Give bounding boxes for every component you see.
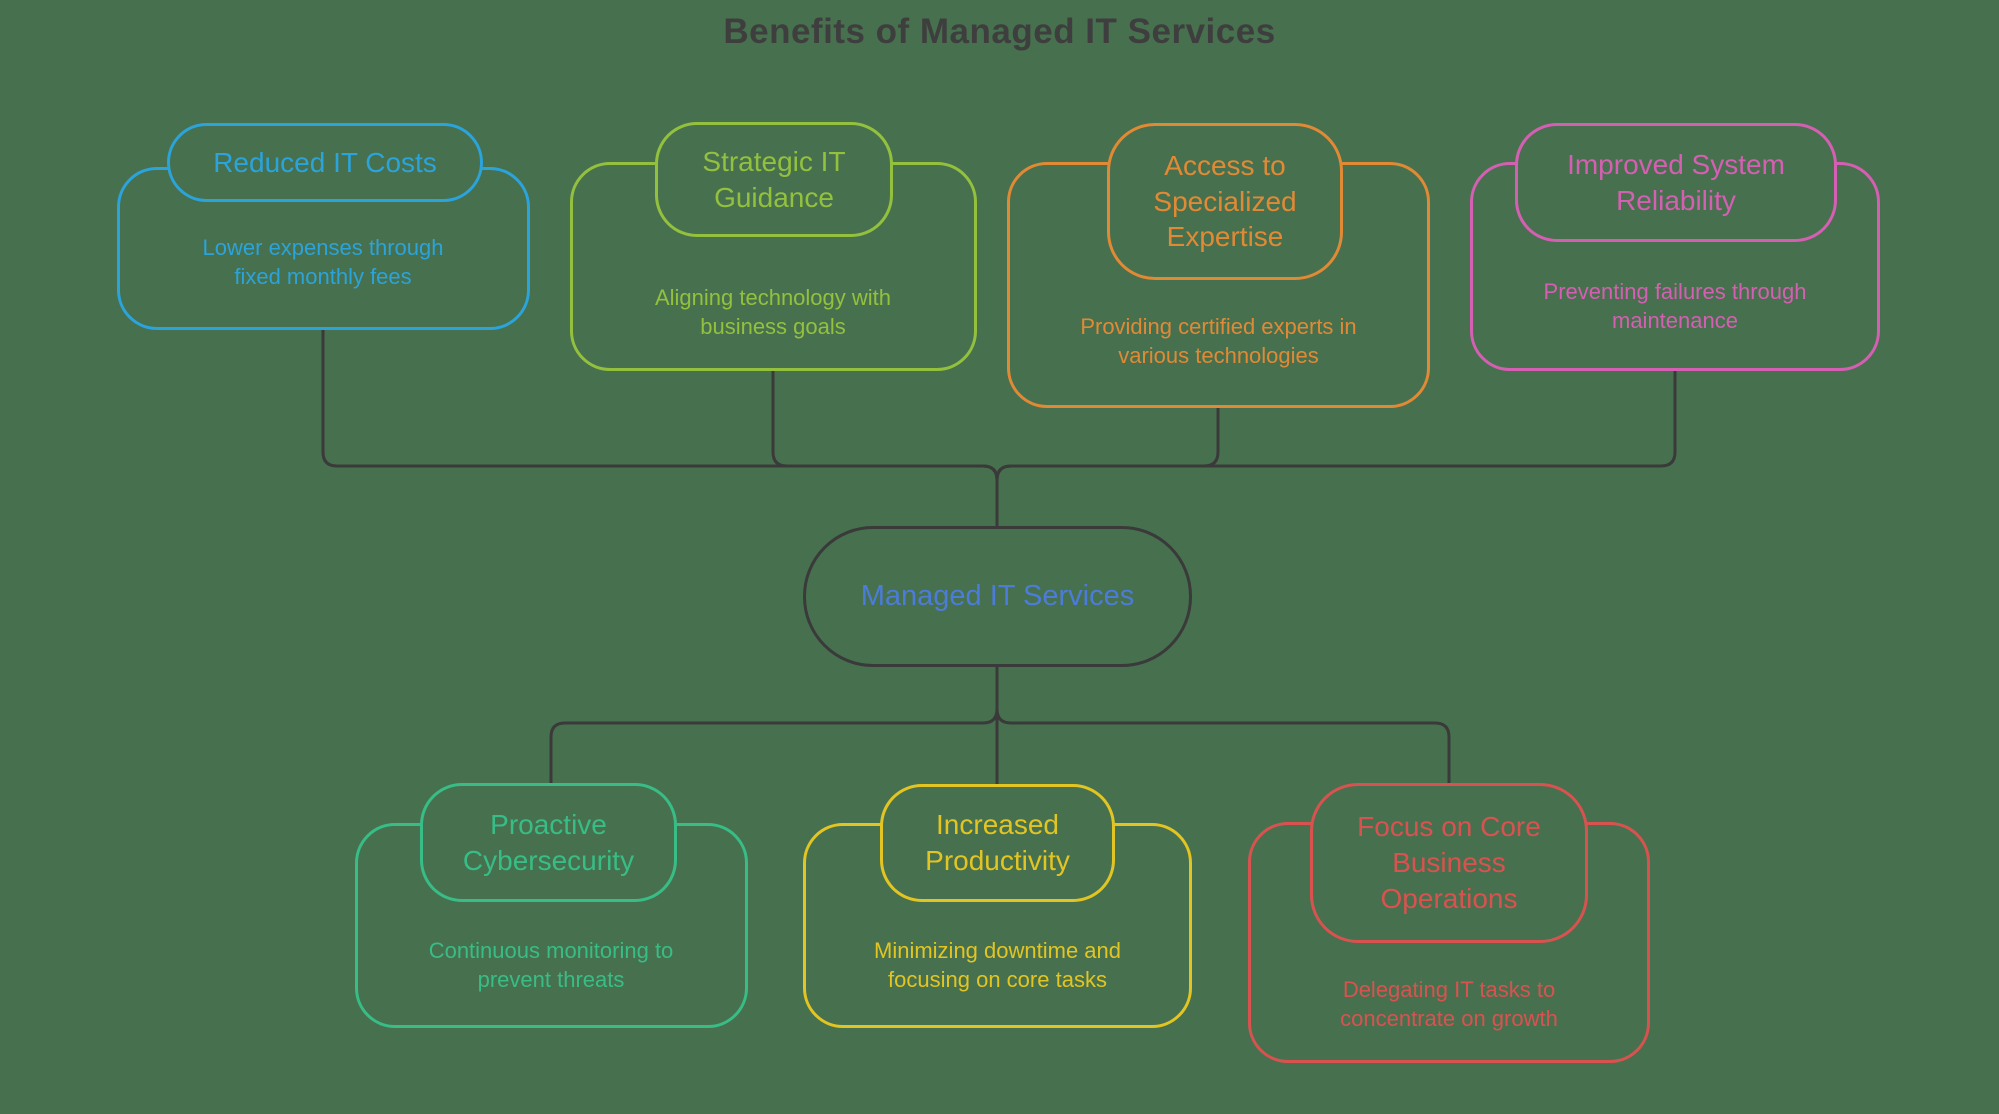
- connector-improved-system-reliability-to-center: [995, 371, 1677, 526]
- node-description: Providing certified experts in various t…: [1080, 314, 1357, 368]
- node-label: Access to Specialized Expertise: [1107, 123, 1343, 280]
- node-description: Minimizing downtime and focusing on core…: [874, 938, 1121, 992]
- node-description: Continuous monitoring to prevent threats: [428, 938, 674, 992]
- node-description: Preventing failures through maintenance: [1543, 279, 1807, 333]
- center-node-managed-it-services: Managed IT Services: [803, 526, 1192, 667]
- node-label: Proactive Cybersecurity: [420, 783, 677, 902]
- node-description: Lower expenses through fixed monthly fee…: [202, 235, 444, 289]
- diagram-title: Benefits of Managed IT Services: [723, 12, 1276, 51]
- node-label: Focus on Core Business Operations: [1310, 783, 1588, 943]
- node-description: Delegating IT tasks to concentrate on gr…: [1340, 977, 1558, 1031]
- node-label: Strategic IT Guidance: [655, 122, 893, 237]
- connector-center-to-focus-on-core-business-operations: [995, 667, 1451, 783]
- node-description: Aligning technology with business goals: [654, 285, 892, 339]
- connector-center-to-proactive-cybersecurity: [549, 667, 999, 783]
- center-node-label: Managed IT Services: [860, 580, 1135, 612]
- node-label: Improved System Reliability: [1515, 123, 1837, 242]
- connector-strategic-it-guidance-to-center: [771, 371, 999, 526]
- node-label: Increased Productivity: [880, 784, 1115, 902]
- node-label: Reduced IT Costs: [167, 123, 483, 202]
